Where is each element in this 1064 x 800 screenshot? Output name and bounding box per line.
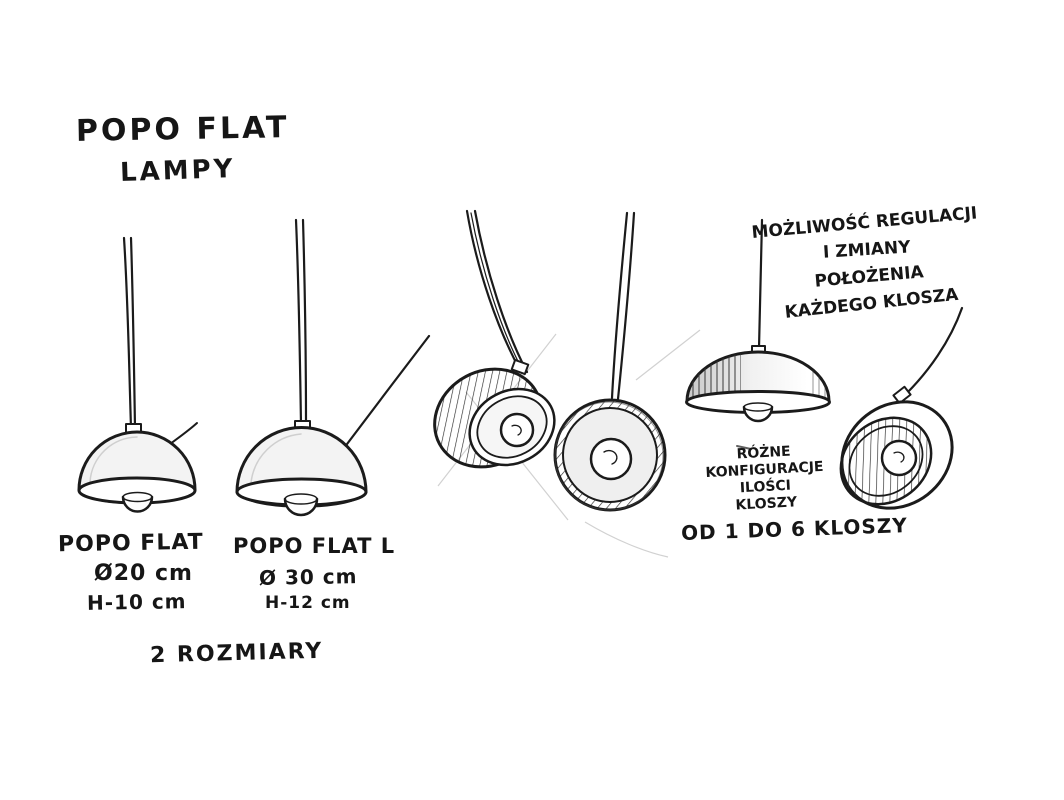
lamp-small-height: H-10 cm [86, 589, 187, 615]
middle-cords [465, 209, 636, 401]
lamp-sketch-bottom-view [553, 398, 667, 512]
lamp-sketch-large [235, 218, 431, 517]
page-title: POPO FLAT [75, 110, 290, 149]
lamp-large-height: H-12 cm [265, 593, 351, 613]
note-adjustability: MOŻLIWOŚĆ REGULACJI I ZMIANY POŁOŻENIA K… [748, 200, 989, 328]
lamp-sketch-small [77, 236, 198, 513]
lamp-large-diameter: Ø 30 cm [258, 564, 358, 590]
lamp-small-name: POPO FLAT [57, 529, 204, 558]
note-configurations: RÓŻNE KONFIGURACJE ILOŚCI KLOSZY [698, 442, 831, 517]
lamp-sketch-tilted-left [433, 358, 556, 469]
note-two-sizes: 2 ROZMIARY [149, 638, 324, 669]
lamp-sketch-flat-side [685, 218, 831, 450]
lamp-small-diameter: Ø20 cm [94, 561, 193, 586]
lamp-large-name: POPO FLAT L [233, 534, 396, 558]
page-subtitle: LAMPY [119, 153, 236, 189]
lamp-sketch-tilted-right [839, 306, 964, 510]
